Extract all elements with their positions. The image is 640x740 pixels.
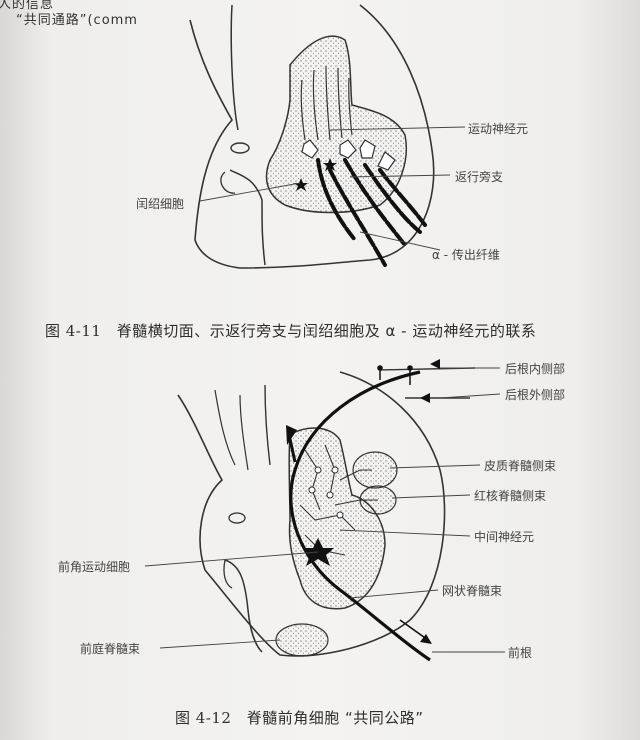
caption-number-4-11: 图 4-11	[45, 322, 102, 340]
alpha-efferent-fibers-fig1	[316, 158, 427, 267]
vestibulospinal-tract-area	[275, 623, 329, 657]
dorsal-septum-fig1	[230, 4, 239, 131]
fragment-line-1: 人的信息	[0, 0, 55, 12]
central-canal-fig2	[228, 512, 246, 524]
label-interneuron-fig2: 中间神经元	[474, 530, 535, 544]
label-corticospinal-tract: 皮质脊髓侧束	[484, 459, 557, 473]
anterior-fissure-fig2	[224, 559, 263, 653]
dorsal-root-fiber	[289, 370, 431, 662]
ventral-root-arrow	[399, 619, 429, 641]
fragment-line-2: “共同通路”(comm	[16, 13, 138, 28]
cord-outline-fig1	[189, 4, 435, 269]
leader-lines-fig1	[199, 126, 466, 251]
label-dorsal-root-lateral: 后根外侧部	[505, 388, 566, 402]
label-motor-neuron: 运动神经元	[468, 122, 529, 136]
label-alpha-efferent: α - 传出纤维	[432, 248, 500, 262]
leader-lines-fig2	[144, 367, 505, 653]
interneuron-stars-fig1	[294, 158, 337, 191]
label-anterior-horn-motor-cell: 前角运动细胞	[58, 560, 131, 574]
caption-number-4-12: 图 4-12	[175, 709, 232, 727]
label-recurrent-collateral: 返行旁支	[455, 170, 504, 184]
label-reticulospinal-tract: 网状脊髓束	[442, 584, 503, 598]
arrow-medial	[430, 359, 440, 369]
caption-text-4-12: 脊髓前角细胞 “共同公路”	[246, 709, 424, 727]
caption-text-4-11: 脊髓横切面、示返行旁支与闰绍细胞及 α - 运动神经元的联系	[116, 322, 537, 340]
caption-figure-4-11: 图 4-11 脊髓横切面、示返行旁支与闰绍细胞及 α - 运动神经元的联系	[45, 320, 536, 341]
central-canal-fig1	[230, 142, 250, 154]
anterior-fissure-fig1	[229, 169, 266, 266]
arrow-lateral	[420, 393, 430, 403]
caption-figure-4-12: 图 4-12 脊髓前角细胞 “共同公路”	[175, 707, 424, 728]
label-interneuron-fig1: 闰绍细胞	[136, 197, 185, 211]
label-ventral-root: 前根	[508, 646, 533, 660]
label-rubrospinal-tract: 红核脊髓侧束	[474, 489, 547, 503]
dorsal-horn-fibers-fig1	[300, 65, 353, 141]
motor-neuron-cells-fig1	[301, 139, 396, 171]
label-vestibulospinal-tract: 前庭脊髓束	[80, 642, 141, 656]
label-dorsal-root-medial: 后根内侧部	[505, 362, 566, 376]
